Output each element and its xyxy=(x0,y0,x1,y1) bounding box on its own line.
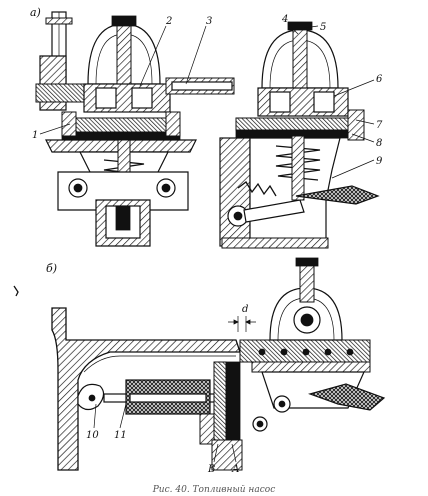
callout-a: А xyxy=(231,464,240,475)
pump-installed-view xyxy=(51,257,386,471)
callout-7: 7 xyxy=(376,120,383,131)
panel-a-label: а) xyxy=(30,6,41,19)
callout-9: 9 xyxy=(376,156,383,167)
callout-3: 3 xyxy=(206,16,212,27)
callout-11: 11 xyxy=(114,430,127,441)
callout-v: В xyxy=(207,464,215,475)
callout-4: 4 xyxy=(281,14,288,25)
panel-b-label: б) xyxy=(46,262,57,275)
pump-right-sectional-view xyxy=(219,21,380,249)
callout-2: 2 xyxy=(165,16,172,27)
callout-leaders-top xyxy=(39,23,375,179)
stray-mark xyxy=(13,285,19,297)
callout-d: d xyxy=(242,304,248,315)
callout-10: 10 xyxy=(86,430,99,441)
pump-left-sectional-view xyxy=(35,11,235,247)
figure-caption: Рис. 40. Топливный насос xyxy=(152,485,276,495)
callout-6: 6 xyxy=(376,74,383,85)
callout-1: 1 xyxy=(32,130,38,141)
callout-5: 5 xyxy=(320,22,326,33)
callout-8: 8 xyxy=(376,138,382,149)
callout-leaders-bottom xyxy=(93,403,237,463)
